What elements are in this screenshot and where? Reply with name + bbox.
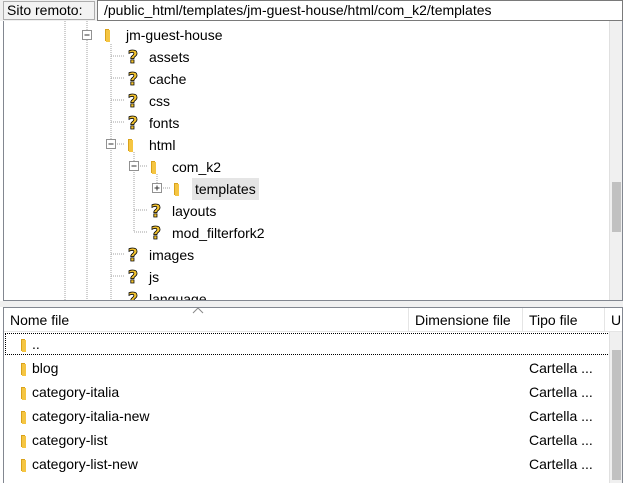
remote-file-list[interactable]: Nome file Dimensione file Tipo file U ..… [3,307,623,483]
column-header-type[interactable]: Tipo file [523,308,605,332]
unknown-folder-icon: ? [127,246,138,264]
tree-node-layouts[interactable]: ? layouts [4,200,604,222]
tree-node-com-k2[interactable]: com_k2 [4,156,604,178]
svg-text:?: ? [128,48,138,66]
svg-text:?: ? [128,290,138,301]
tree-node-language[interactable]: ? language [4,288,604,301]
folder-icon [21,459,26,472]
svg-text:?: ? [128,114,138,132]
tree-node-label: com_k2 [172,159,222,175]
tree-node-label: mod_filterfork2 [172,225,265,241]
folder-icon [128,139,133,152]
file-type: Cartella ... [529,432,593,448]
tree-node-mod-filterfork2[interactable]: ? mod_filterfork2 [4,222,604,244]
unknown-folder-icon: ? [150,224,161,242]
tree-node-label: templates [192,178,259,200]
column-header-extra[interactable]: U [605,308,622,332]
tree-node-label: jm-guest-house [126,27,223,43]
tree-node-cache[interactable]: ? cache [4,68,604,90]
file-type: Cartella ... [529,408,593,424]
pane-splitter[interactable] [0,301,623,307]
column-header-name[interactable]: Nome file [4,308,409,332]
folder-icon [21,339,26,352]
remote-path-input[interactable]: /public_html/templates/jm-guest-house/ht… [97,0,623,21]
svg-text:?: ? [128,70,138,88]
folder-icon [151,161,156,174]
folder-icon [105,29,110,42]
file-type: Cartella ... [529,384,593,400]
file-name: category-italia [32,384,120,400]
svg-text:?: ? [128,92,138,110]
file-list-vertical-scrollbar[interactable] [609,332,622,483]
column-name-label: Nome file [10,312,70,328]
remote-site-label: Sito remoto: [3,1,95,20]
row-name-cell [4,356,611,380]
unknown-folder-icon: ? [127,268,138,286]
tree-node-label: assets [149,49,190,65]
folder-icon [21,363,26,376]
remote-site-bar: Sito remoto: /public_html/templates/jm-g… [0,0,623,21]
svg-text:?: ? [128,246,138,264]
unknown-folder-icon: ? [150,202,161,220]
svg-text:?: ? [128,268,138,286]
file-name: blog [32,360,59,376]
folder-icon [21,435,26,448]
unknown-folder-icon: ? [127,114,138,132]
file-name: category-list-new [32,456,138,472]
unknown-folder-icon: ? [127,92,138,110]
file-name: .. [32,336,40,352]
svg-text:?: ? [151,202,161,220]
folder-icon [21,411,26,424]
tree-node-templates[interactable]: templates [4,178,604,200]
file-type: Cartella ... [529,360,593,376]
tree-node-css[interactable]: ? css [4,90,604,112]
parent-directory-row[interactable]: .. [4,332,611,356]
sort-ascending-icon [192,308,204,314]
file-type: Cartella ... [529,456,593,472]
tree-node-fonts[interactable]: ? fonts [4,112,604,134]
column-type-label: Tipo file [529,312,578,328]
file-name: category-italia-new [32,408,150,424]
remote-directory-tree[interactable]: jm-guest-house? assets? cache? css? fonts htm… [3,21,623,301]
tree-node-label: css [149,93,170,109]
folder-icon [21,387,26,400]
row-name-cell [4,332,611,356]
folder-icon [174,183,179,196]
tree-vertical-scrollbar[interactable] [609,21,622,300]
column-size-label: Dimensione file [415,312,511,328]
tree-node-label: images [149,247,195,263]
svg-text:?: ? [151,224,161,242]
file-list-header: Nome file Dimensione file Tipo file U [4,308,622,332]
tree-scroll-thumb[interactable] [612,182,621,232]
file-name: category-list [32,432,108,448]
tree-node-images[interactable]: ? images [4,244,604,266]
tree-node-label: layouts [172,203,217,219]
tree-node-label: cache [149,71,187,87]
column-extra-label: U [611,312,622,328]
file-list-scroll-thumb[interactable] [612,350,621,480]
tree-node-js[interactable]: ? js [4,266,604,288]
column-header-size[interactable]: Dimensione file [409,308,523,332]
tree-node-assets[interactable]: ? assets [4,46,604,68]
unknown-folder-icon: ? [127,48,138,66]
tree-node-label: js [149,269,160,285]
tree-node-html[interactable]: html [4,134,604,156]
unknown-folder-icon: ? [127,290,138,301]
tree-node-jm-guest-house[interactable]: jm-guest-house [4,24,604,46]
tree-node-label: fonts [149,115,180,131]
tree-node-label: language [149,291,207,301]
unknown-folder-icon: ? [127,70,138,88]
tree-node-label: html [149,137,176,153]
